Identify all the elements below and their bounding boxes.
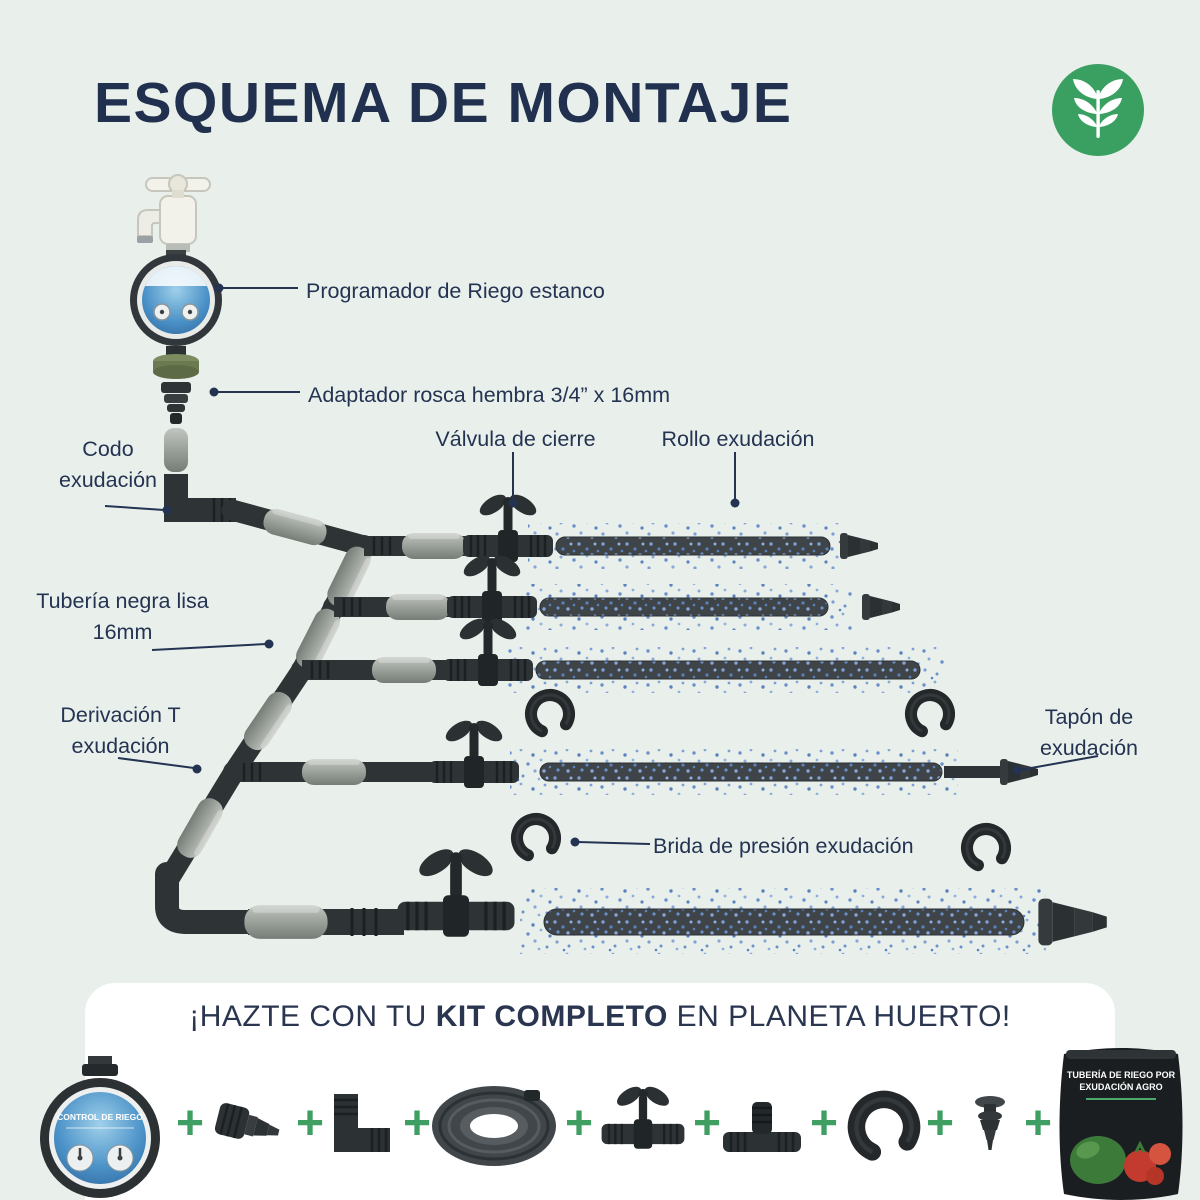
bag-veggies-photo [1070,1136,1171,1185]
kit-product-tee [721,1094,803,1167]
pressure-clamp [905,689,955,739]
bag-label-line1: TUBERÍA DE RIEGO POR [1067,1070,1176,1080]
headline-post: EN PLANETA HUERTO! [667,1000,1011,1033]
plus-sign: + [565,1097,594,1150]
timer-face-label: CONTROL DE RIEGO [57,1112,143,1122]
pipe-coupler [302,759,366,785]
tee-fitting-icon [723,1102,801,1152]
pipe-coupler [239,687,297,755]
exuding-tube [555,536,831,556]
green-hose-connector [153,354,199,379]
label-derivacion: Derivación T exudación [60,703,181,759]
end-cap-icon [975,1096,1005,1150]
pipe-coupler [402,533,466,559]
label-rollo: Rollo exudación [661,427,815,451]
end-cap [1038,898,1107,946]
end-cap [840,533,878,559]
gray-riser-pipe [164,428,188,472]
shutoff-valve [395,842,517,939]
exuding-tube-bag-icon: TUBERÍA DE RIEGO POR EXUDACIÓN AGRO [1059,1048,1183,1200]
branch-row-5 [244,842,1107,954]
pressure-clamp [961,823,1011,873]
plus-sign: + [1024,1097,1053,1150]
label-brida: Brida de presión exudación [653,834,914,858]
kit-headline: ¡HAZTE CON TU KIT COMPLETO EN PLANETA HU… [0,1000,1200,1034]
irrigation-timer [130,250,222,356]
kit-product-cap [958,1090,1022,1167]
kit-product-elbow [322,1086,400,1169]
label-codo: Codo exudación [58,437,158,493]
assembly-diagram [104,174,1107,954]
female-thread-adapter-icon [214,1103,280,1139]
kit-product-clamp [846,1086,922,1171]
elbow-fitting-icon [334,1094,390,1152]
pipe-coupler [260,506,330,548]
pipe-coupler [244,905,328,939]
kit-panel [85,983,1115,1200]
headline-bold: KIT COMPLETO [435,1000,668,1033]
pipe-coupler [386,594,450,620]
branch-row-1 [364,489,878,569]
branch-row-2 [334,550,900,630]
plus-sign: + [176,1097,205,1150]
exuding-tube [535,660,921,680]
label-tapon: Tapón de exudación [1039,705,1139,761]
pipe-coupler [372,657,436,683]
label-adaptador: Adaptador rosca hembra 3/4” x 16mm [308,383,671,407]
plus-sign: + [403,1097,432,1150]
tube-roll-icon [432,1086,556,1166]
kit-product-valve [597,1078,689,1169]
kit-product-bag: TUBERÍA DE RIEGO POR EXUDACIÓN AGRO [1052,1042,1190,1200]
brand-logo [1050,62,1146,158]
plus-sign: + [693,1097,722,1150]
plus-sign: + [810,1097,839,1150]
exuding-tube [543,908,1025,936]
pressure-clamp [525,689,575,739]
leader-dots [162,283,1022,847]
bag-label-line2: EXUDACIÓN AGRO [1079,1081,1162,1092]
irrigation-timer-icon: CONTROL DE RIEGO [40,1056,160,1198]
headline-pre: ¡HAZTE CON TU [189,1000,436,1033]
kit-product-roll [428,1078,560,1179]
thread-adapter [161,382,191,424]
shutoff-valve [427,715,521,790]
pressure-clamp [511,813,561,863]
label-tuberia: Tubería negra lisa 16mm [36,589,209,645]
shutoff-valve-icon [600,1081,686,1150]
branch-row-4 [234,715,1038,874]
exuding-tube [539,597,829,617]
label-programador: Programador de Riego estanco [306,279,605,303]
kit-product-timer: CONTROL DE RIEGO [30,1056,170,1200]
water-tap [137,174,211,252]
leader-lines [104,287,1099,845]
planeta-huerto-sprout-icon [1052,64,1144,156]
branch-row-3 [302,613,955,740]
exuding-tube [539,762,943,782]
plus-sign: + [296,1097,325,1150]
page-title: ESQUEMA DE MONTAJE [94,71,793,135]
pressure-clamp-icon [846,1086,922,1166]
kit-product-adapter [212,1090,292,1171]
end-cap [862,594,900,620]
pipe-coupler [172,793,228,863]
label-valvula: Válvula de cierre [435,427,596,451]
plus-sign: + [926,1097,955,1150]
